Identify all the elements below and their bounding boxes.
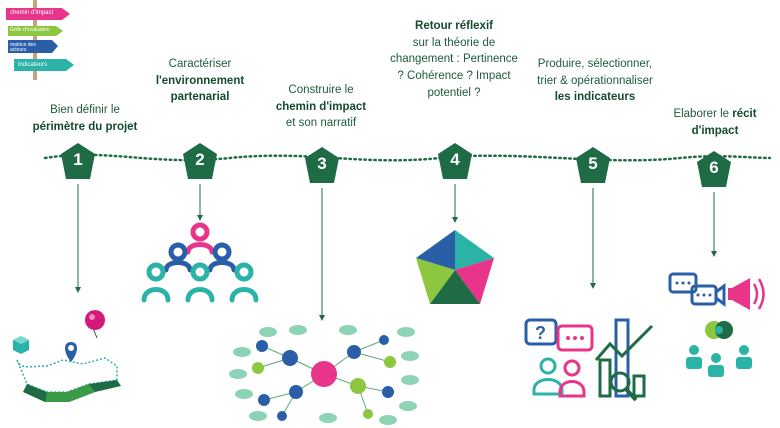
svg-text:?: ? <box>535 323 546 343</box>
map-pin-icon <box>13 310 121 402</box>
sign-chemin: chemin d'impact <box>10 10 54 16</box>
step-6-badge: 6 <box>696 150 732 188</box>
step-6-text: Elaborer le récit d'impact <box>673 108 757 137</box>
step-2-badge: 2 <box>182 142 218 180</box>
chat-magnifier-icon: ? <box>524 318 654 402</box>
sign-grille: Grille d'évaluation <box>10 27 50 33</box>
step-3-badge: 3 <box>304 146 340 184</box>
signpost-icon: chemin d'impact Grille d'évaluation matr… <box>0 0 80 80</box>
step-5-text: Produire, sélectionner, trier & opératio… <box>537 58 653 104</box>
mind-map-icon <box>229 325 419 425</box>
step-4-badge: 4 <box>437 142 473 180</box>
people-network-icon <box>141 222 259 303</box>
communication-icon <box>668 272 765 377</box>
sign-matrice: matrice des acteurs <box>10 42 36 53</box>
timeline <box>43 153 772 162</box>
pentagon-icon <box>416 230 494 304</box>
step-1-badge: 1 <box>60 142 96 180</box>
sign-indicateurs: indicateurs <box>18 62 48 68</box>
step-5-badge: 5 <box>575 146 611 184</box>
